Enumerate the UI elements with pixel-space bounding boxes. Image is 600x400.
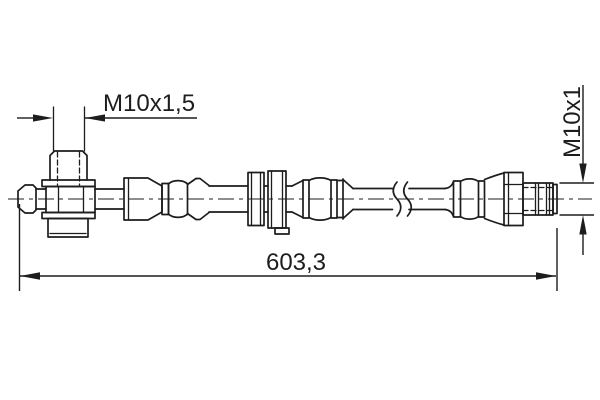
bellows-bulge [167, 179, 189, 219]
left-fitting [17, 106, 96, 238]
fitting-body [45, 185, 96, 214]
mounting-collars [247, 170, 290, 235]
left-end-nipple [17, 184, 37, 214]
bellows-ring [452, 180, 462, 218]
dimension-right-thread: M10x1 [559, 85, 594, 255]
break-symbol [392, 181, 413, 217]
reduction-cone [336, 178, 354, 220]
thread-extension-lines [52, 106, 86, 152]
bottom-boss [47, 217, 89, 238]
arrowhead-right-icon [33, 114, 53, 122]
hose-tube [94, 188, 125, 210]
right-fitting [483, 171, 558, 227]
overall-length-label: 603,3 [266, 249, 326, 276]
collar-1 [247, 171, 265, 227]
bellows-bulge [308, 177, 332, 221]
collar-foot [274, 227, 290, 235]
hose-left-section [94, 177, 249, 221]
lower-washer [41, 211, 96, 220]
bellows-ring [477, 180, 486, 218]
hose-tube [352, 187, 394, 211]
thread-root-lines [522, 186, 554, 212]
arrowhead-up-icon [579, 215, 587, 235]
upper-washer [41, 179, 96, 188]
bellows-ring [330, 179, 338, 219]
arrowhead-down-icon [579, 163, 587, 183]
arrowhead-left-icon [20, 272, 40, 280]
arrowhead-right-icon [536, 272, 556, 280]
extension-lines [18, 204, 558, 291]
arrowhead-left-icon [85, 114, 105, 122]
bellows-ring [302, 179, 310, 219]
hose-middle-section [285, 177, 394, 221]
left-thread-label: M10x1,5 [103, 90, 195, 117]
thread-boss [49, 150, 88, 181]
hose-tube [408, 187, 446, 211]
end-face [552, 183, 558, 215]
extension-lines [559, 182, 594, 216]
thread-hidden-lines [56, 151, 81, 186]
sleeve-cone [483, 172, 505, 226]
hose-tube [208, 185, 249, 213]
hose-right-section [408, 178, 486, 220]
dimension-left-thread: M10x1,5 [17, 90, 197, 122]
bellows-bulge [459, 178, 480, 220]
bellows-cone [186, 177, 210, 221]
right-thread-label: M10x1 [559, 86, 586, 158]
left-neck [35, 188, 47, 210]
dimension-overall-length: 603,3 [18, 204, 558, 291]
expansion-cone [291, 179, 304, 219]
